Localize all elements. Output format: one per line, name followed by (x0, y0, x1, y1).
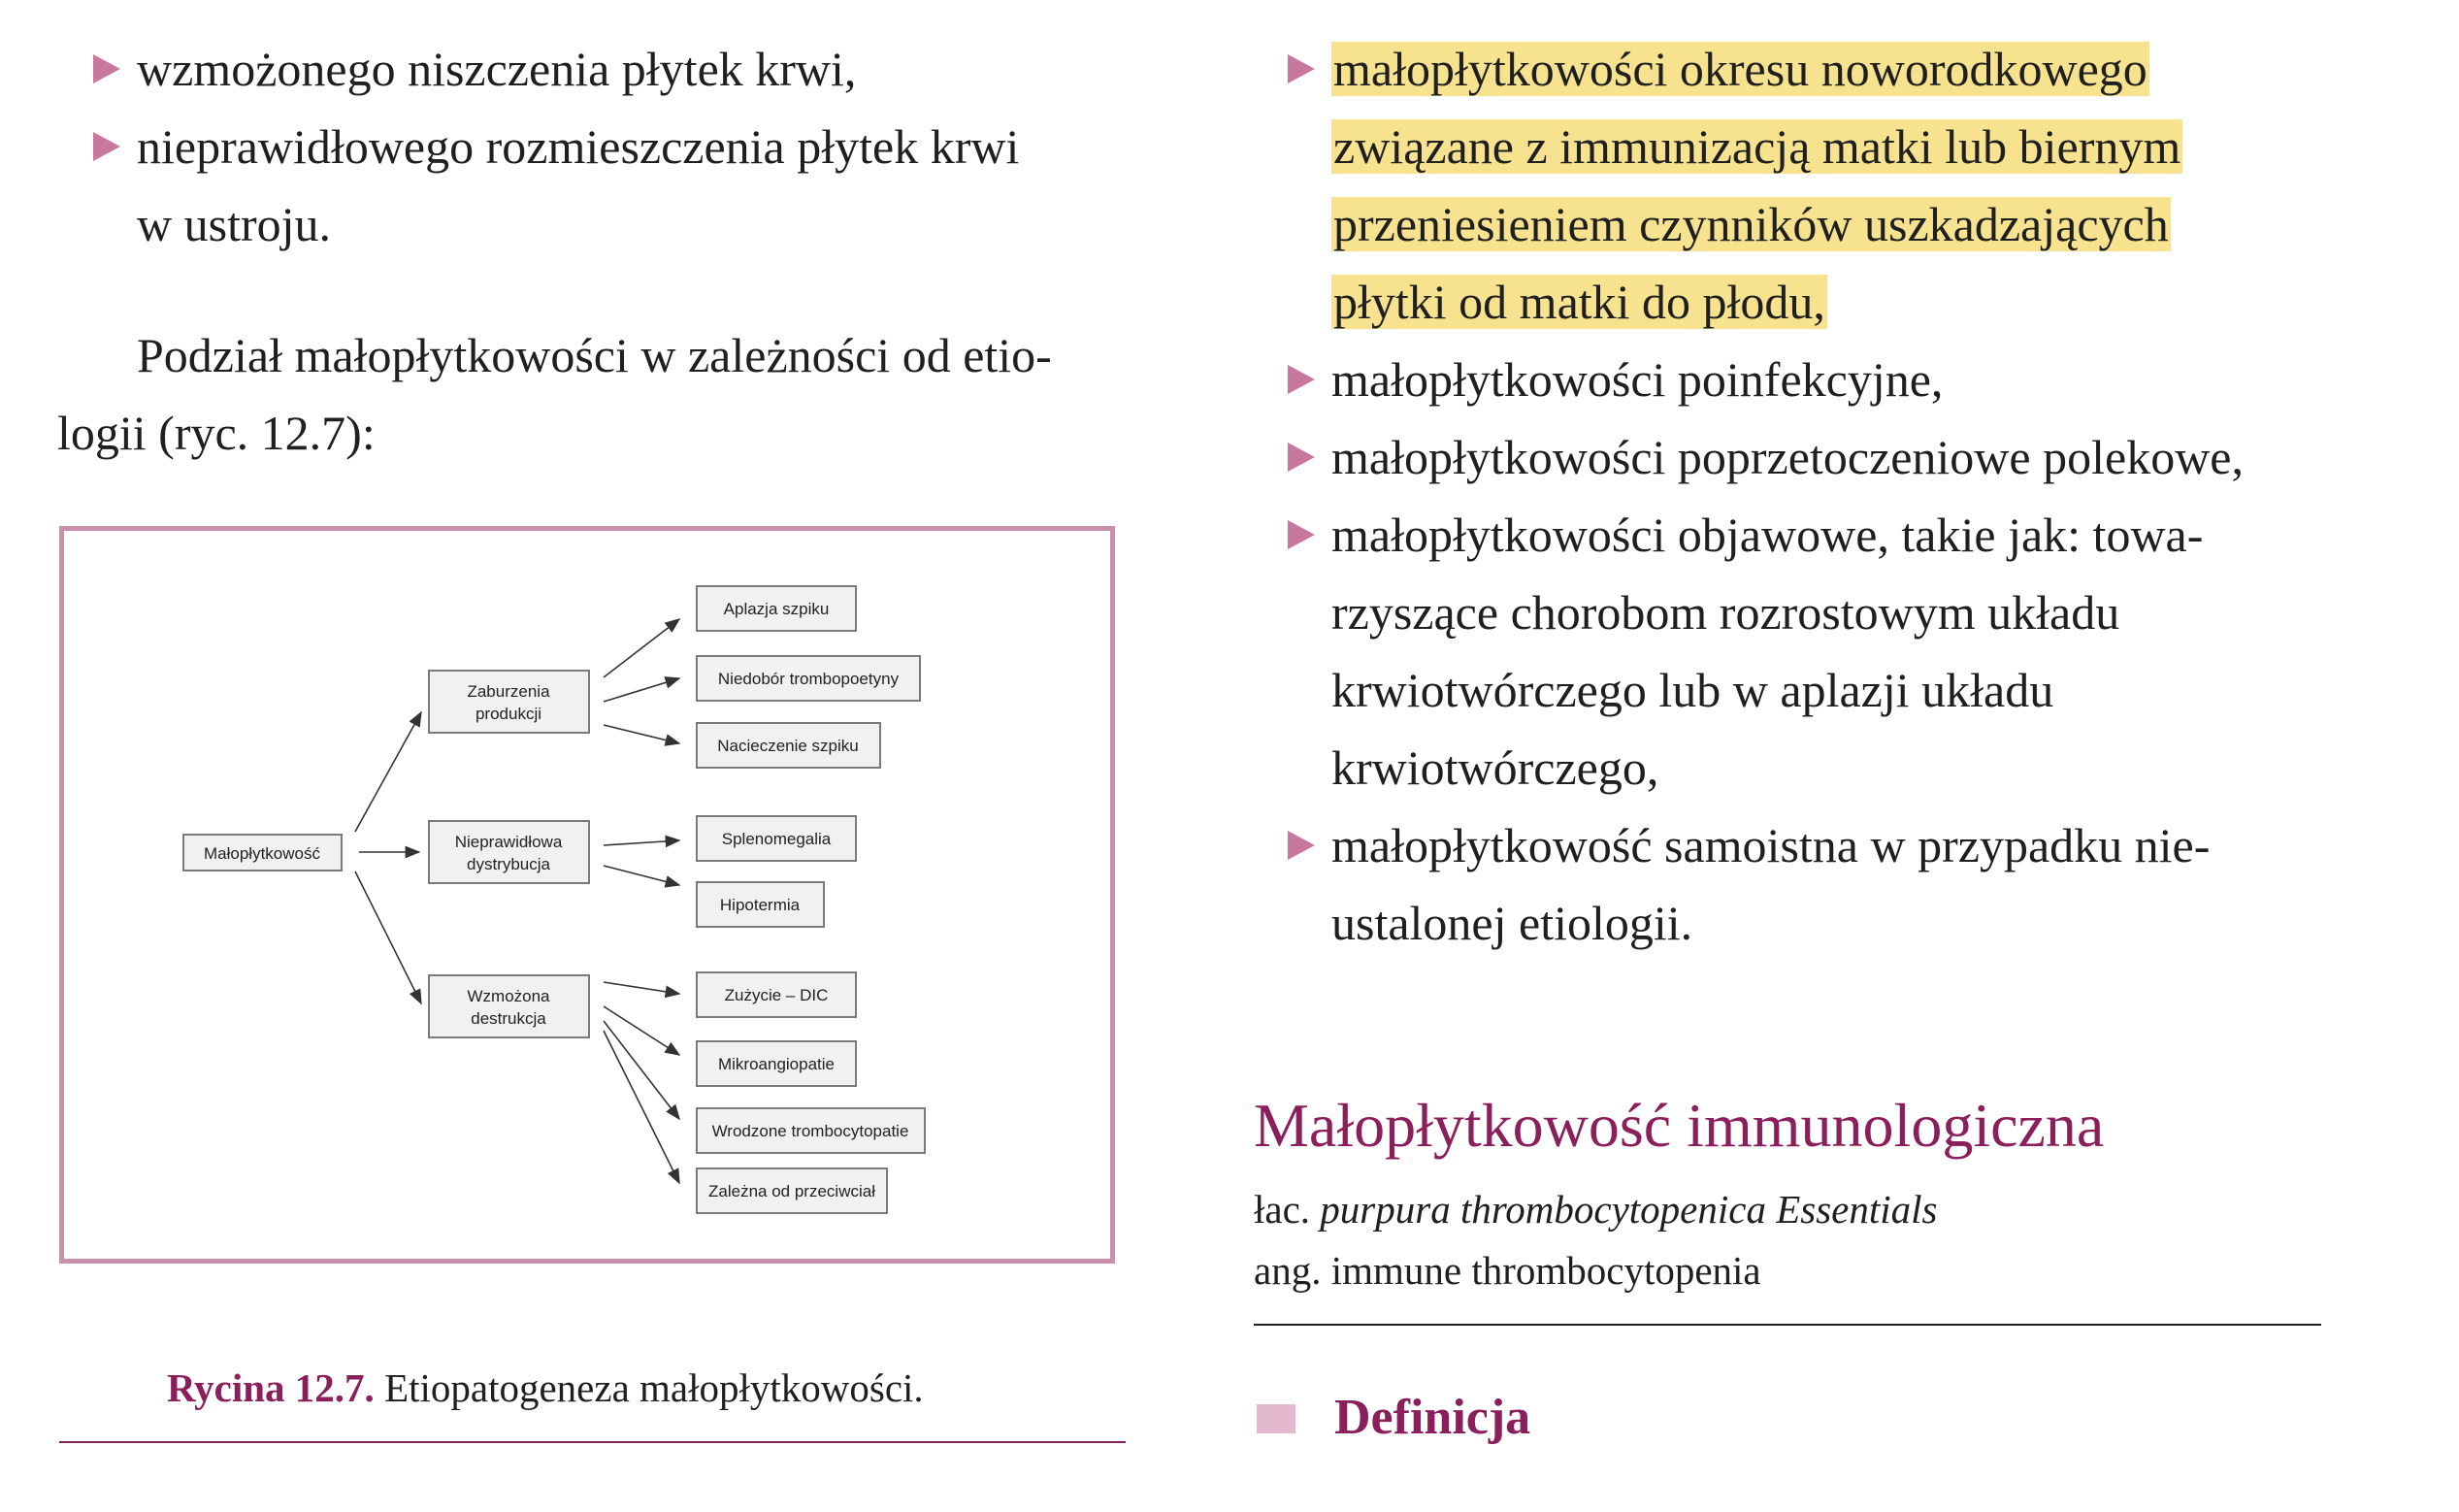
diagram-arrow (603, 1020, 680, 1121)
node-label: dystrybucja (467, 855, 551, 873)
bullet-text-continuation: ustalonej etiologii. (1331, 896, 1693, 950)
node-label: destrukcja (471, 1009, 546, 1028)
bullet-text-highlighted: małopłytkowości okresu noworodkowego (1331, 30, 2149, 108)
diagram-node-distribution: Nieprawidłowa dystrybucja (428, 820, 590, 884)
bullet-marker (1288, 365, 1315, 394)
highlighted-text: przeniesieniem czynników uszkadzających (1331, 197, 2171, 251)
node-label: Nieprawidłowa (455, 833, 563, 851)
highlighted-text: małopłytkowości okresu noworodkowego (1331, 42, 2149, 96)
diagram-arrow (603, 835, 681, 848)
diagram-node-destruction: Wzmożona destrukcja (428, 974, 590, 1038)
bullet-marker (1288, 54, 1315, 83)
caption-rule (59, 1441, 1126, 1443)
bullet-text-continuation: w ustroju. (137, 197, 331, 251)
diagram-leaf: Mikroangiopatie (696, 1040, 857, 1087)
latin-term: purpura thrombocytopenica Essentials (1320, 1187, 1938, 1232)
diagram-leaf: Nacieczenie szpiku (696, 722, 881, 769)
diagram-node-production: Zaburzenia produkcji (428, 670, 590, 734)
bullet-text: małopłytkowości objawowe, takie jak: tow… (1331, 508, 2204, 562)
bullet-text-highlighted: związane z immunizacją matki lub biernym (1331, 108, 2183, 185)
diagram-leaf: Wrodzone trombocytopatie (696, 1107, 926, 1154)
bullet-text: małopłytkowości poprzetoczeniowe polekow… (1331, 430, 2244, 484)
section-rule (1254, 1324, 2321, 1326)
node-label: produkcji (475, 705, 541, 723)
diagram-leaf: Zużycie – DIC (696, 971, 857, 1018)
diagram-arrow (354, 710, 422, 833)
diagram-leaf: Niedobór trombopoetyny (696, 655, 921, 702)
bullet-text: nieprawidłowego rozmieszczenia płytek kr… (137, 119, 1020, 174)
diagram-arrow (603, 676, 681, 703)
node-label: Wzmożona (467, 987, 550, 1005)
latin-term-line: łac. purpura thrombocytopenica Essential… (1254, 1179, 1938, 1239)
bullet-text-continuation: krwiotwórczego lub w aplazji układu (1331, 663, 2054, 717)
diagram-node-root: Małopłytkowość (182, 834, 343, 871)
leaf-label: Splenomegalia (722, 830, 832, 848)
bullet-text-continuation: krwiotwórczego, (1331, 740, 1659, 795)
bullet-text: wzmożonego niszczenia płytek krwi, (137, 42, 857, 96)
caption-label: Rycina 12.7. (167, 1365, 375, 1410)
diagram-arrow (603, 1005, 681, 1056)
leaf-label: Wrodzone trombocytopatie (712, 1122, 909, 1140)
section-title: Małopłytkowość immunologiczna (1254, 1091, 2105, 1160)
diagram-leaf: Hipotermia (696, 881, 825, 928)
highlighted-text: związane z immunizacją matki lub biernym (1331, 119, 2183, 174)
caption-text: Etiopatogeneza małopłytkowości. (374, 1365, 924, 1410)
diagram-leaf: Splenomegalia (696, 815, 857, 862)
subsection-square-icon (1257, 1404, 1295, 1433)
bullet-text: małopłytkowości poinfekcyjne, (1331, 352, 1944, 407)
diagram-arrow (354, 871, 422, 1005)
subsection-title: Definicja (1334, 1390, 1531, 1445)
highlighted-text: płytki od matki do płodu, (1331, 275, 1827, 329)
leaf-label: Nacieczenie szpiku (717, 737, 859, 755)
diagram-arrow (603, 1030, 680, 1185)
paragraph-line: logii (ryc. 12.7): (57, 406, 376, 460)
node-label: Zaburzenia (467, 682, 550, 701)
figure-caption: Rycina 12.7. Etiopatogeneza małopłytkowo… (167, 1357, 924, 1419)
node-label: Małopłytkowość (204, 844, 320, 863)
bullet-text: małopłytkowość samoistna w przypadku nie… (1331, 818, 2211, 872)
bullet-text-highlighted: przeniesieniem czynników uszkadzających (1331, 185, 2171, 263)
leaf-label: Hipotermia (720, 896, 801, 914)
diagram-arrow (603, 981, 681, 999)
diagram-leaf: Aplazja szpiku (696, 585, 857, 632)
leaf-label: Mikroangiopatie (718, 1055, 835, 1073)
bullet-marker (1288, 443, 1315, 472)
english-term-line: ang. immune thrombocytopenia (1254, 1248, 1761, 1293)
paragraph-line: Podział małopłytkowości w zależności od … (137, 328, 1052, 382)
bullet-marker (1288, 831, 1315, 860)
bullet-text-continuation: rzyszące chorobom rozrostowym układu (1331, 585, 2120, 640)
leaf-label: Niedobór trombopoetyny (718, 670, 900, 688)
diagram-arrow (603, 865, 681, 888)
leaf-label: Aplazja szpiku (724, 600, 830, 618)
latin-prefix: łac. (1254, 1187, 1321, 1232)
diagram-leaf: Zależna od przeciwciał (696, 1167, 888, 1214)
leaf-label: Zużycie – DIC (725, 986, 829, 1004)
leaf-label: Zależna od przeciwciał (708, 1182, 875, 1200)
diagram-arrow (603, 724, 681, 746)
bullet-text-highlighted: płytki od matki do płodu, (1331, 263, 1827, 341)
bullet-marker (1288, 520, 1315, 549)
diagram-arrow (603, 618, 681, 678)
bullet-marker (93, 132, 120, 161)
bullet-marker (93, 54, 120, 83)
figure-frame: Małopłytkowość Zaburzenia produkcji Niep… (59, 526, 1115, 1264)
etiology-diagram: Małopłytkowość Zaburzenia produkcji Niep… (182, 585, 926, 1214)
